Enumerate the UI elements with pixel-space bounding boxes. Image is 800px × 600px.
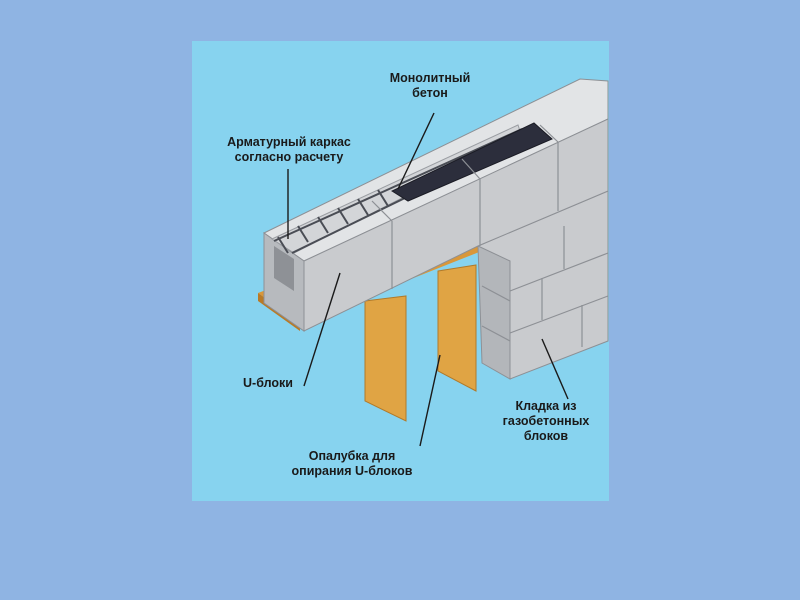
label-rebar-cage: Арматурный каркас согласно расчету — [194, 135, 384, 165]
label-masonry-line3: блоков — [523, 429, 569, 443]
masonry-wall-side — [477, 245, 511, 380]
label-formwork: Опалубка для опирания U-блоков — [262, 449, 442, 479]
u-block-joints — [371, 124, 559, 289]
label-rebar-cage-line2: согласно расчету — [234, 150, 344, 164]
label-masonry-line1: Кладка из — [515, 399, 577, 413]
diagram-panel: Монолитный бетон Арматурный каркас согла… — [192, 41, 609, 501]
label-rebar-cage-line1: Арматурный каркас — [227, 135, 351, 149]
u-block-cavity — [274, 246, 294, 291]
label-monolithic-concrete: Монолитный бетон — [370, 71, 490, 101]
label-monolithic-concrete-line1: Монолитный — [389, 71, 471, 85]
label-u-blocks-text: U-блоки — [243, 376, 293, 390]
masonry-joints — [481, 226, 609, 347]
label-masonry: Кладка из газобетонных блоков — [490, 399, 602, 444]
lintel-illustration — [258, 78, 609, 447]
label-formwork-line2: опирания U-блоков — [291, 464, 413, 478]
label-monolithic-concrete-line2: бетон — [412, 86, 448, 100]
formwork-post-left — [364, 295, 407, 422]
leader-lines — [287, 112, 569, 447]
formwork-post-right — [437, 264, 477, 392]
label-u-blocks: U-блоки — [228, 376, 308, 391]
label-masonry-line2: газобетонных — [502, 414, 590, 428]
monolithic-concrete — [390, 122, 553, 202]
label-formwork-line1: Опалубка для — [308, 449, 396, 463]
